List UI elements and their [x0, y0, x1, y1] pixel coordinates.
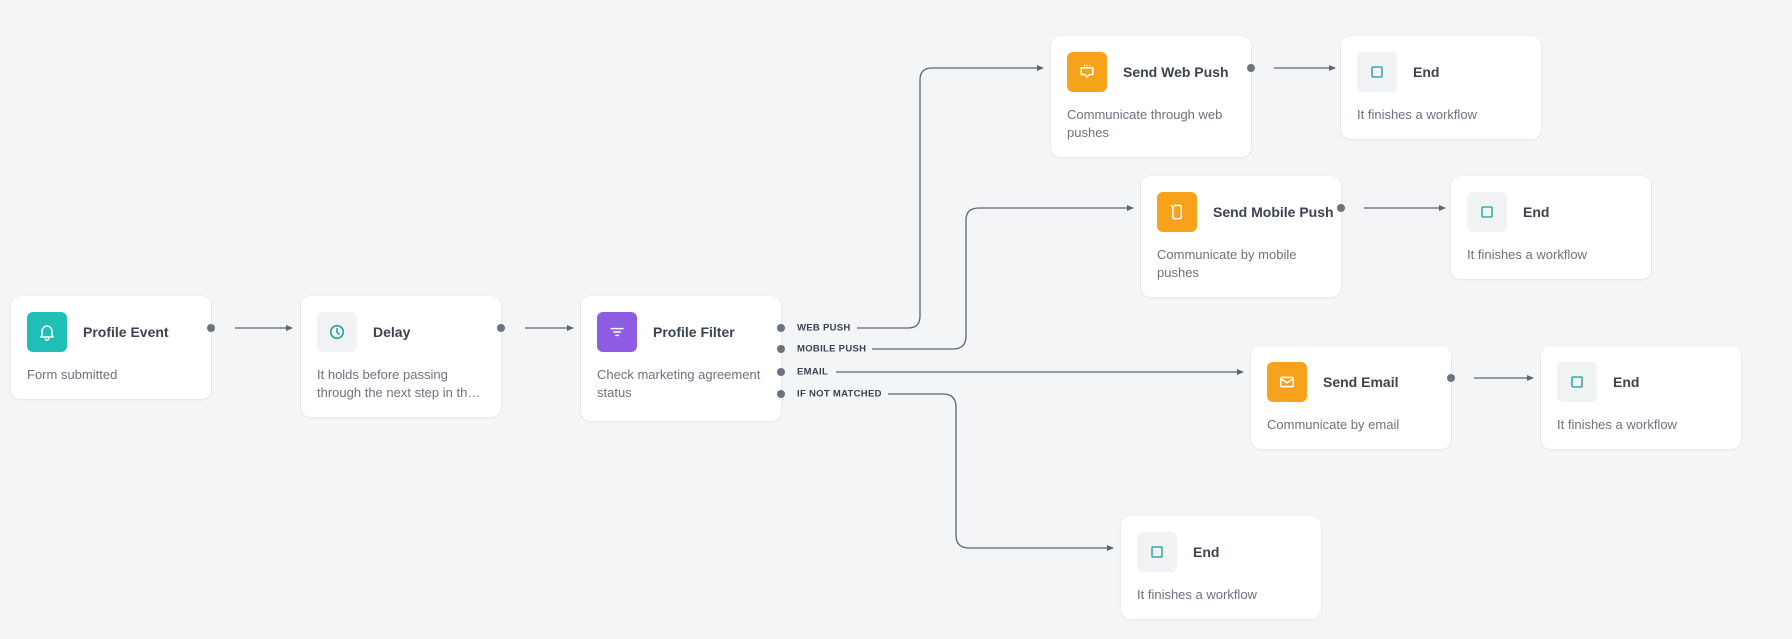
node-description: It finishes a workflow — [1557, 417, 1677, 432]
node-description: It finishes a workflow — [1137, 587, 1257, 602]
node-send-mobile-push[interactable]: Send Mobile Push Communicate by mobile p… — [1141, 176, 1341, 297]
output-port[interactable] — [1247, 64, 1255, 72]
clock-icon — [317, 312, 357, 352]
node-send-web-push[interactable]: Send Web Push Communicate through web pu… — [1051, 36, 1251, 157]
branch-label-mobile-push[interactable]: MOBILE PUSH — [797, 343, 867, 355]
node-description: It finishes a workflow — [1467, 247, 1587, 262]
node-description: Communicate by email — [1267, 417, 1400, 432]
stop-square-icon — [1137, 532, 1177, 572]
envelope-icon — [1267, 362, 1307, 402]
connector-mobilepush-branch — [872, 205, 1134, 350]
node-title: Send Mobile Push — [1213, 204, 1334, 220]
filter-icon — [597, 312, 637, 352]
node-end-mobile-push[interactable]: End It finishes a workflow — [1451, 176, 1651, 279]
node-end-web-push[interactable]: End It finishes a workflow — [1341, 36, 1541, 139]
node-profile-event[interactable]: Profile Event Form submitted — [11, 296, 211, 399]
branch-label-not-matched[interactable]: IF NOT MATCHED — [797, 388, 882, 400]
branch-port-mobile-push[interactable] — [777, 345, 785, 353]
node-description: Form submitted — [27, 367, 118, 382]
node-title: End — [1413, 64, 1440, 80]
node-title: Send Web Push — [1123, 64, 1229, 80]
branch-port-web-push[interactable] — [777, 324, 785, 332]
node-profile-filter[interactable]: Profile Filter Check marketing agreement… — [581, 296, 781, 421]
node-end-not-matched[interactable]: End It finishes a workflow — [1121, 516, 1321, 619]
branch-port-email[interactable] — [777, 368, 785, 376]
branch-label-web-push[interactable]: WEB PUSH — [797, 322, 851, 334]
connector-webpush-branch — [857, 65, 1044, 329]
node-description: It finishes a workflow — [1357, 107, 1477, 122]
node-end-email[interactable]: End It finishes a workflow — [1541, 346, 1741, 449]
output-port[interactable] — [1447, 374, 1455, 382]
branch-label-email[interactable]: EMAIL — [797, 366, 829, 378]
node-title: Profile Event — [83, 324, 169, 340]
node-description: It holds before passing through the next… — [317, 367, 475, 400]
node-send-email[interactable]: Send Email Communicate by email — [1251, 346, 1451, 449]
branch-port-not-matched[interactable] — [777, 390, 785, 398]
node-title: End — [1523, 204, 1550, 220]
output-port[interactable] — [497, 324, 505, 332]
mobile-push-icon — [1157, 192, 1197, 232]
node-title: Delay — [373, 324, 411, 340]
connector-notmatched-branch — [888, 393, 1114, 551]
output-port[interactable] — [207, 324, 215, 332]
node-title: Profile Filter — [653, 324, 735, 340]
node-description: Communicate through web pushes — [1067, 107, 1223, 140]
node-title: End — [1193, 544, 1220, 560]
node-delay[interactable]: Delay It holds before passing through th… — [301, 296, 501, 417]
stop-square-icon — [1357, 52, 1397, 92]
node-description: Check marketing agreement status — [597, 367, 761, 400]
web-push-icon — [1067, 52, 1107, 92]
node-title: End — [1613, 374, 1640, 390]
stop-square-icon — [1467, 192, 1507, 232]
bell-icon — [27, 312, 67, 352]
output-port[interactable] — [1337, 204, 1345, 212]
node-description: Communicate by mobile pushes — [1157, 247, 1297, 280]
node-title: Send Email — [1323, 374, 1399, 390]
stop-square-icon — [1557, 362, 1597, 402]
